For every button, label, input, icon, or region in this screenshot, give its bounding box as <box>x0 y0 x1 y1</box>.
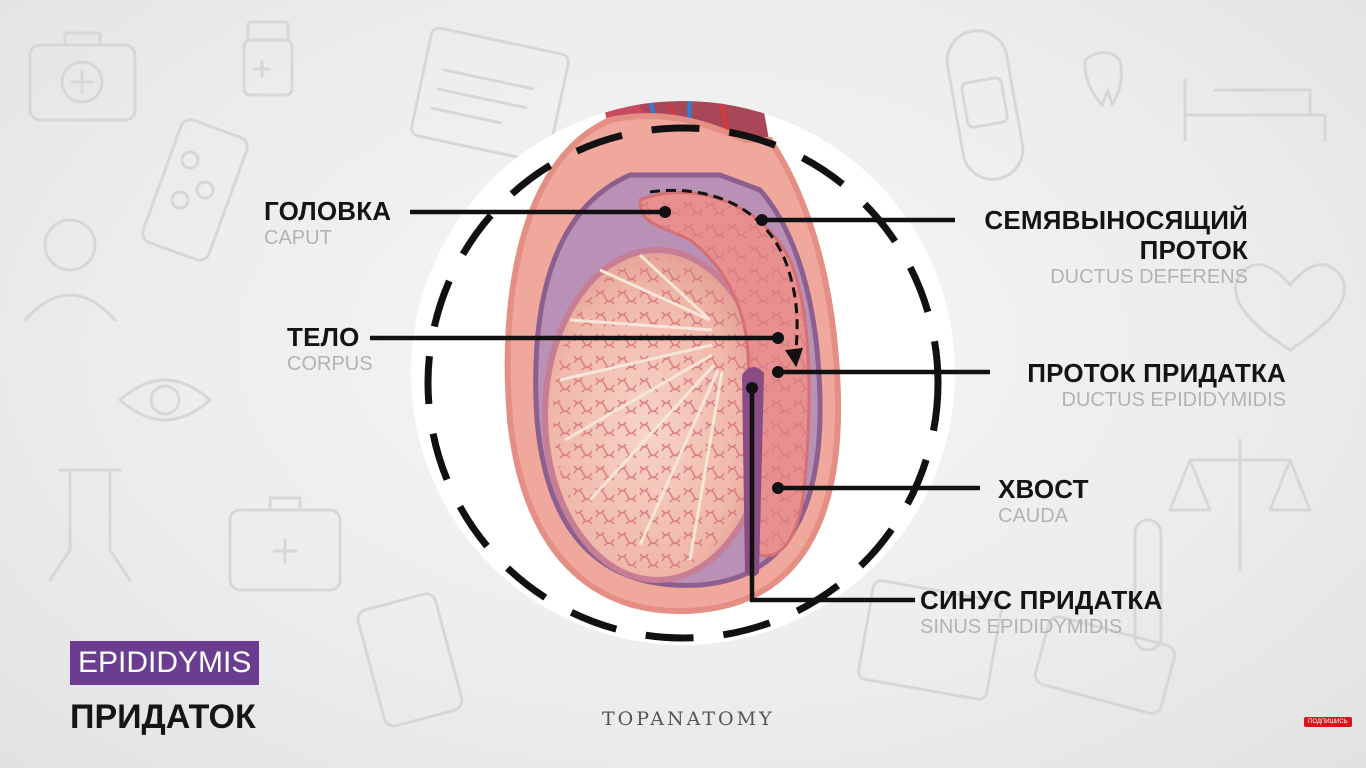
title-russian: ПРИДАТОК <box>70 698 256 736</box>
label-ductus-deferens-ru2: ПРОТОК <box>1139 235 1248 265</box>
dashed-outline <box>424 124 942 642</box>
label-ductus-epididymidis-ru: ПРОТОК ПРИДАТКА <box>1027 358 1286 388</box>
label-corpus-ru: ТЕЛО <box>287 322 360 352</box>
leader-lines <box>370 209 990 603</box>
pill-strip-icon-3 <box>1033 615 1177 715</box>
scale-icon <box>1168 438 1312 572</box>
clipboard-icon-2 <box>857 579 1003 701</box>
doctor-icon <box>23 218 117 322</box>
medkit-icon <box>28 31 137 122</box>
label-cauda-ru: ХВОСТ <box>998 474 1089 504</box>
medkit-icon-2 <box>228 496 342 592</box>
clipboard-icon <box>410 26 570 164</box>
label-corpus-la: CORPUS <box>287 353 373 375</box>
label-ductus-deferens-ru1: СЕМЯВЫНОСЯЩИЙ <box>984 205 1248 235</box>
bandage-icon <box>945 29 1025 181</box>
logo: TOPANATOMY <box>602 708 775 730</box>
eye-icon <box>118 378 212 422</box>
pill-strip-icon <box>141 118 249 262</box>
pill-strip-icon-2 <box>356 592 464 728</box>
label-sinus: СИНУС ПРИДАТКА SINUS EPIDIDYMIDIS <box>920 587 1162 637</box>
pill-bottle-icon <box>242 20 294 97</box>
label-corpus: ТЕЛО CORPUS <box>287 324 373 374</box>
label-caput: ГОЛОВКА CAPUT <box>264 198 391 248</box>
label-ductus-deferens: СЕМЯВЫНОСЯЩИЙ ПРОТОК DUCTUS DEFERENS <box>984 207 1248 287</box>
subscribe-button[interactable]: ПОДПИШИСЬ <box>1304 717 1352 727</box>
label-sinus-la: SINUS EPIDIDYMIDIS <box>920 616 1123 638</box>
label-cauda: ХВОСТ CAUDA <box>998 476 1089 526</box>
title-latin-badge: EPIDIDYMIS <box>70 641 260 685</box>
test-tube-icon <box>1133 518 1163 652</box>
heart-icon <box>1234 263 1346 352</box>
bed-icon <box>1183 78 1327 142</box>
label-cauda-la: CAUDA <box>998 505 1069 527</box>
label-ductus-epididymidis: ПРОТОК ПРИДАТКА DUCTUS EPIDIDYMIDIS <box>1027 360 1286 410</box>
tooth-icon <box>1083 51 1123 107</box>
label-ductus-deferens-la: DUCTUS DEFERENS <box>1050 266 1248 288</box>
label-ductus-epididymidis-la: DUCTUS EPIDIDYMIDIS <box>1061 389 1286 411</box>
testis-illustration <box>504 101 842 614</box>
leader-dots <box>659 206 784 494</box>
flask-icon <box>48 468 132 582</box>
label-caput-ru: ГОЛОВКА <box>264 196 392 226</box>
label-caput-la: CAPUT <box>264 227 332 249</box>
label-sinus-ru: СИНУС ПРИДАТКА <box>920 585 1163 615</box>
